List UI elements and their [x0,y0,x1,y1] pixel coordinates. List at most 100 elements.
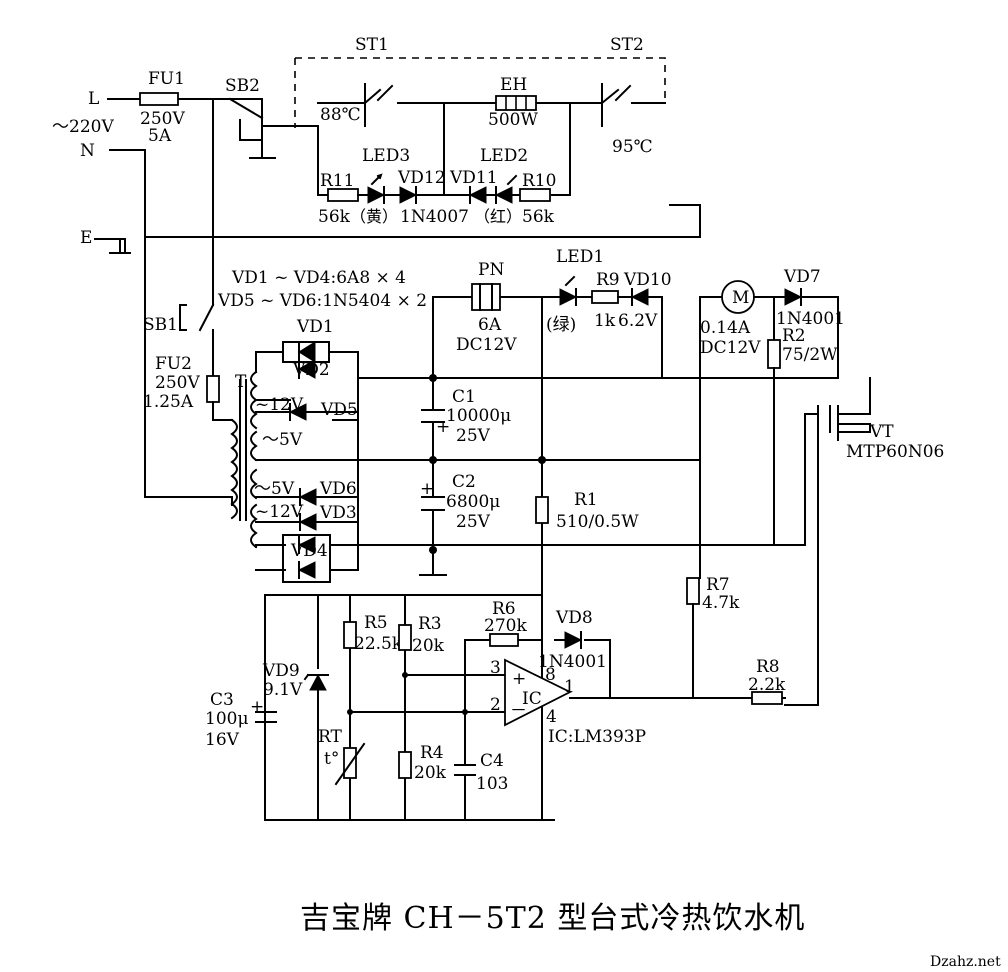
vd8-type: 1N4001 [538,652,607,672]
fu1-rating-voltage: 250V [140,109,185,129]
capacitor-c3 [255,711,277,723]
diode-vd6 [298,488,317,506]
vd10-label: VD10 [623,270,672,290]
vd10-value: 6.2V [618,311,658,331]
r5-label: R5 [364,613,388,633]
ic-label: IC [522,689,542,709]
c2-label: C2 [452,472,476,492]
fu2-wire [212,401,233,421]
c3-value: 100μ [205,709,249,729]
r3-value: 20k [412,636,445,656]
resistor-r10 [519,188,551,202]
st2-label: ST2 [610,35,644,55]
r3-label: R3 [418,614,442,634]
sb2-label: SB2 [225,76,260,96]
led3-label: LED3 [362,146,410,166]
diode-vd4-b [297,561,316,579]
vt-label: VT [869,422,894,442]
r7-circuit [686,577,700,699]
diode-type-label: 1N4007 [400,207,469,227]
zener-vd10 [630,288,649,306]
vd11-label: VD11 [449,168,498,188]
led2-label: LED2 [480,146,528,166]
diode-vd11 [468,186,487,204]
fu1-rating-current: 5A [148,126,172,146]
fuse-fu2 [206,375,220,403]
ic-pin8: 8 [545,665,556,685]
vd2-label: VD2 [292,360,330,380]
rt-symbol: t° [324,749,339,769]
pn-label: PN [478,260,504,280]
vd9-label: VD9 [262,661,300,681]
pn-rating-voltage: DC12V [456,335,517,355]
line-terminal-label: L [88,89,99,109]
r2-label: R2 [782,326,806,346]
eh-power-label: 500W [488,110,538,130]
vd7-type: 1N4001 [776,309,845,329]
vt-type: MTP60N06 [846,442,944,462]
note-vd5-vd6: VD5 ~ VD6:1N5404 × 2 [217,291,427,311]
transformer-t [230,370,258,549]
ic-minus-sign: － [510,701,527,721]
c1-label: C1 [452,387,476,407]
comparator-wiring [264,594,786,821]
r10-label: R10 [522,171,556,191]
ic-plus-sign: + [512,669,526,689]
junction-dot [429,546,437,554]
switch-sb1 [179,303,215,377]
diode-vd8 [564,631,583,649]
led3 [367,186,386,204]
c3-plus: + [250,697,264,717]
fu2-label: FU2 [155,354,192,374]
c1-value: 10000μ [446,406,511,426]
eh-label: EH [500,75,527,95]
c4-value: 103 [476,774,508,794]
ic-pin3: 3 [490,658,501,678]
junction-dot [462,709,468,715]
ic-type: IC:LM393P [548,727,646,747]
c2-value: 6800μ [446,492,500,512]
switch-sb2 [228,97,276,159]
fu2-rating-voltage: 250V [155,373,200,393]
r11-label: R11 [320,171,354,191]
earth-terminal-label: E [80,228,92,248]
vd3-label: VD3 [319,503,357,523]
mains-wiring [94,98,701,498]
ic-pin4: 4 [546,707,557,727]
thermal-element-pn [471,283,501,311]
fuse-fu1 [139,92,179,106]
dc-bus [419,296,561,821]
r8-value: 2.2k [748,675,786,695]
r5-value: 22.5k [354,634,403,654]
indicator-string [327,173,551,204]
diode-vd4-a [297,536,316,554]
earth-symbol [109,238,126,253]
resistor-r1 [535,496,549,524]
thermostat-linkage [294,57,666,128]
resistor-r2 [767,339,781,369]
comparator-ic [504,658,573,727]
led1-label: LED1 [556,247,604,267]
junction-dot [347,709,353,715]
junction-dot [429,456,437,464]
rectifier-wiring [255,341,819,583]
motor-current: 0.14A [700,318,751,338]
note-vd1-vd4: VD1 ~ VD4:6A8 × 4 [231,268,406,288]
fan-circuit [699,280,839,579]
c4-label: C4 [480,751,504,771]
vd12-label: VD12 [397,168,446,188]
junction-dot [402,672,408,678]
diode-vd2 [297,359,316,379]
r7-value: 4.7k [702,593,740,613]
diode-vd12 [399,186,418,204]
vd1-label: VD1 [296,317,334,337]
vd6-label: VD6 [319,479,357,499]
vd9-value: 9.1V [263,680,303,700]
watermark: Dzahz.net [930,954,1001,970]
resistor-r9 [591,290,619,304]
r10-value: 56k [522,207,555,227]
capacitor-c1 [421,409,445,423]
c1-plus: + [436,417,450,437]
st1-temp-label: 88℃ [320,105,361,125]
